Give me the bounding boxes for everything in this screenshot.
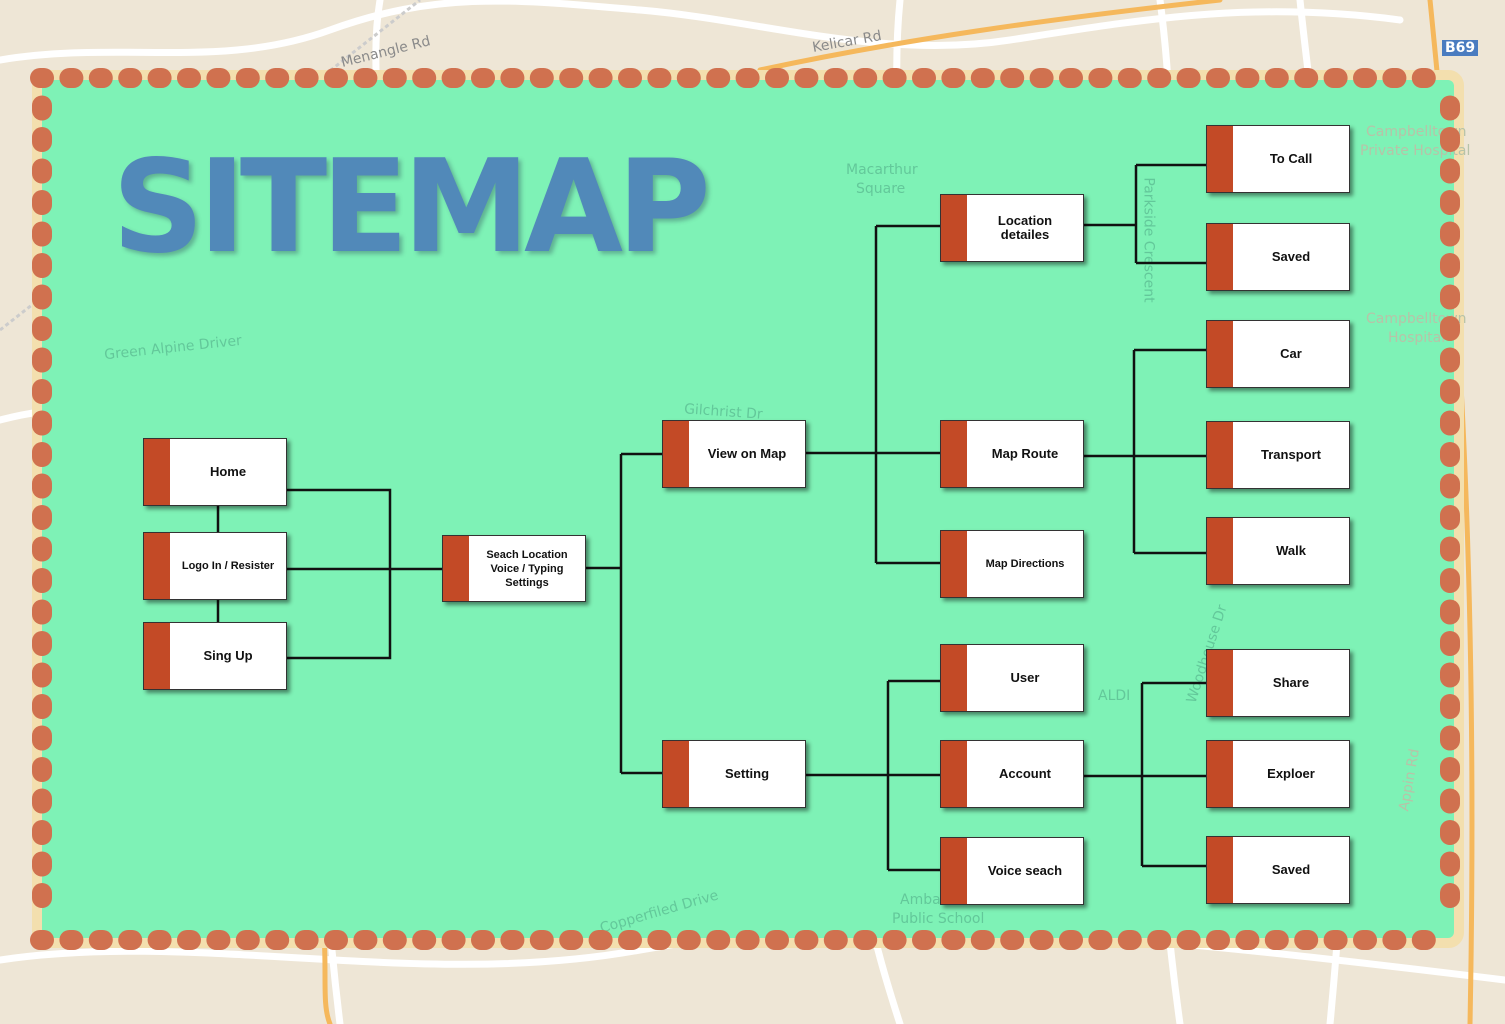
- node-tab: [1207, 650, 1233, 716]
- node-label: Location detailes: [997, 213, 1053, 242]
- node-label: Map Route: [991, 446, 1059, 461]
- node-setting[interactable]: Setting: [662, 740, 806, 808]
- map-label-b69: B69: [1442, 40, 1479, 56]
- node-tab: [1207, 518, 1233, 584]
- node-label: To Call: [1269, 151, 1313, 166]
- node-label: View on Map: [707, 446, 787, 461]
- node-tab: [1207, 126, 1233, 192]
- node-label: Saved: [1271, 249, 1311, 264]
- node-map-route[interactable]: Map Route: [940, 420, 1084, 488]
- node-location-details[interactable]: Location detailes: [940, 194, 1084, 262]
- node-label: Logo In / Resister: [181, 560, 275, 572]
- node-tab: [941, 741, 967, 807]
- node-tab: [443, 536, 469, 601]
- node-view-on-map[interactable]: View on Map: [662, 420, 806, 488]
- node-explorer[interactable]: Exploer: [1206, 740, 1350, 808]
- map-label-square: Square: [856, 181, 906, 197]
- node-tab: [941, 531, 967, 597]
- node-tab: [1207, 224, 1233, 290]
- node-tab: [1207, 422, 1233, 488]
- node-label: Share: [1272, 675, 1310, 690]
- map-label-hospital: Hospital: [1388, 330, 1446, 346]
- node-car[interactable]: Car: [1206, 320, 1350, 388]
- node-label: Exploer: [1267, 766, 1315, 781]
- node-label: Voice seach: [987, 863, 1063, 878]
- node-account[interactable]: Account: [940, 740, 1084, 808]
- node-label: Setting: [724, 766, 770, 781]
- node-tab: [1207, 321, 1233, 387]
- node-tab: [144, 533, 170, 599]
- node-tab: [941, 838, 967, 904]
- node-label: Saved: [1271, 862, 1311, 877]
- node-map-directions[interactable]: Map Directions: [940, 530, 1084, 598]
- node-tab: [1207, 741, 1233, 807]
- node-walk[interactable]: Walk: [1206, 517, 1350, 585]
- node-voice-search[interactable]: Voice seach: [940, 837, 1084, 905]
- node-home[interactable]: Home: [143, 438, 287, 506]
- node-user[interactable]: User: [940, 644, 1084, 712]
- node-tab: [1207, 837, 1233, 903]
- node-tab: [941, 195, 967, 261]
- page-title: SITEMAP: [112, 133, 711, 282]
- node-tab: [663, 741, 689, 807]
- node-label: Car: [1280, 346, 1302, 361]
- node-label: Sing Up: [203, 648, 253, 663]
- node-label: User: [1010, 670, 1040, 685]
- node-label: Account: [999, 766, 1051, 781]
- node-tab: [144, 439, 170, 505]
- map-label-public-school: Public School: [892, 911, 985, 927]
- node-search-location[interactable]: Seach Location Voice / Typing Settings: [442, 535, 586, 602]
- map-label-macarthur: Macarthur: [846, 162, 918, 178]
- node-label: Home: [209, 464, 247, 479]
- node-to-call[interactable]: To Call: [1206, 125, 1350, 193]
- node-label: Transport: [1261, 447, 1321, 462]
- node-saved-location[interactable]: Saved: [1206, 223, 1350, 291]
- node-transport[interactable]: Transport: [1206, 421, 1350, 489]
- node-login[interactable]: Logo In / Resister: [143, 532, 287, 600]
- node-label: Map Directions: [985, 558, 1065, 570]
- node-tab: [663, 421, 689, 487]
- node-label: Walk: [1276, 543, 1306, 558]
- node-tab: [941, 421, 967, 487]
- node-label: Seach Location Voice / Typing Settings: [486, 548, 568, 589]
- node-share[interactable]: Share: [1206, 649, 1350, 717]
- node-tab: [941, 645, 967, 711]
- node-saved-account[interactable]: Saved: [1206, 836, 1350, 904]
- node-signup[interactable]: Sing Up: [143, 622, 287, 690]
- map-label-aldi: ALDI: [1098, 688, 1131, 704]
- node-tab: [144, 623, 170, 689]
